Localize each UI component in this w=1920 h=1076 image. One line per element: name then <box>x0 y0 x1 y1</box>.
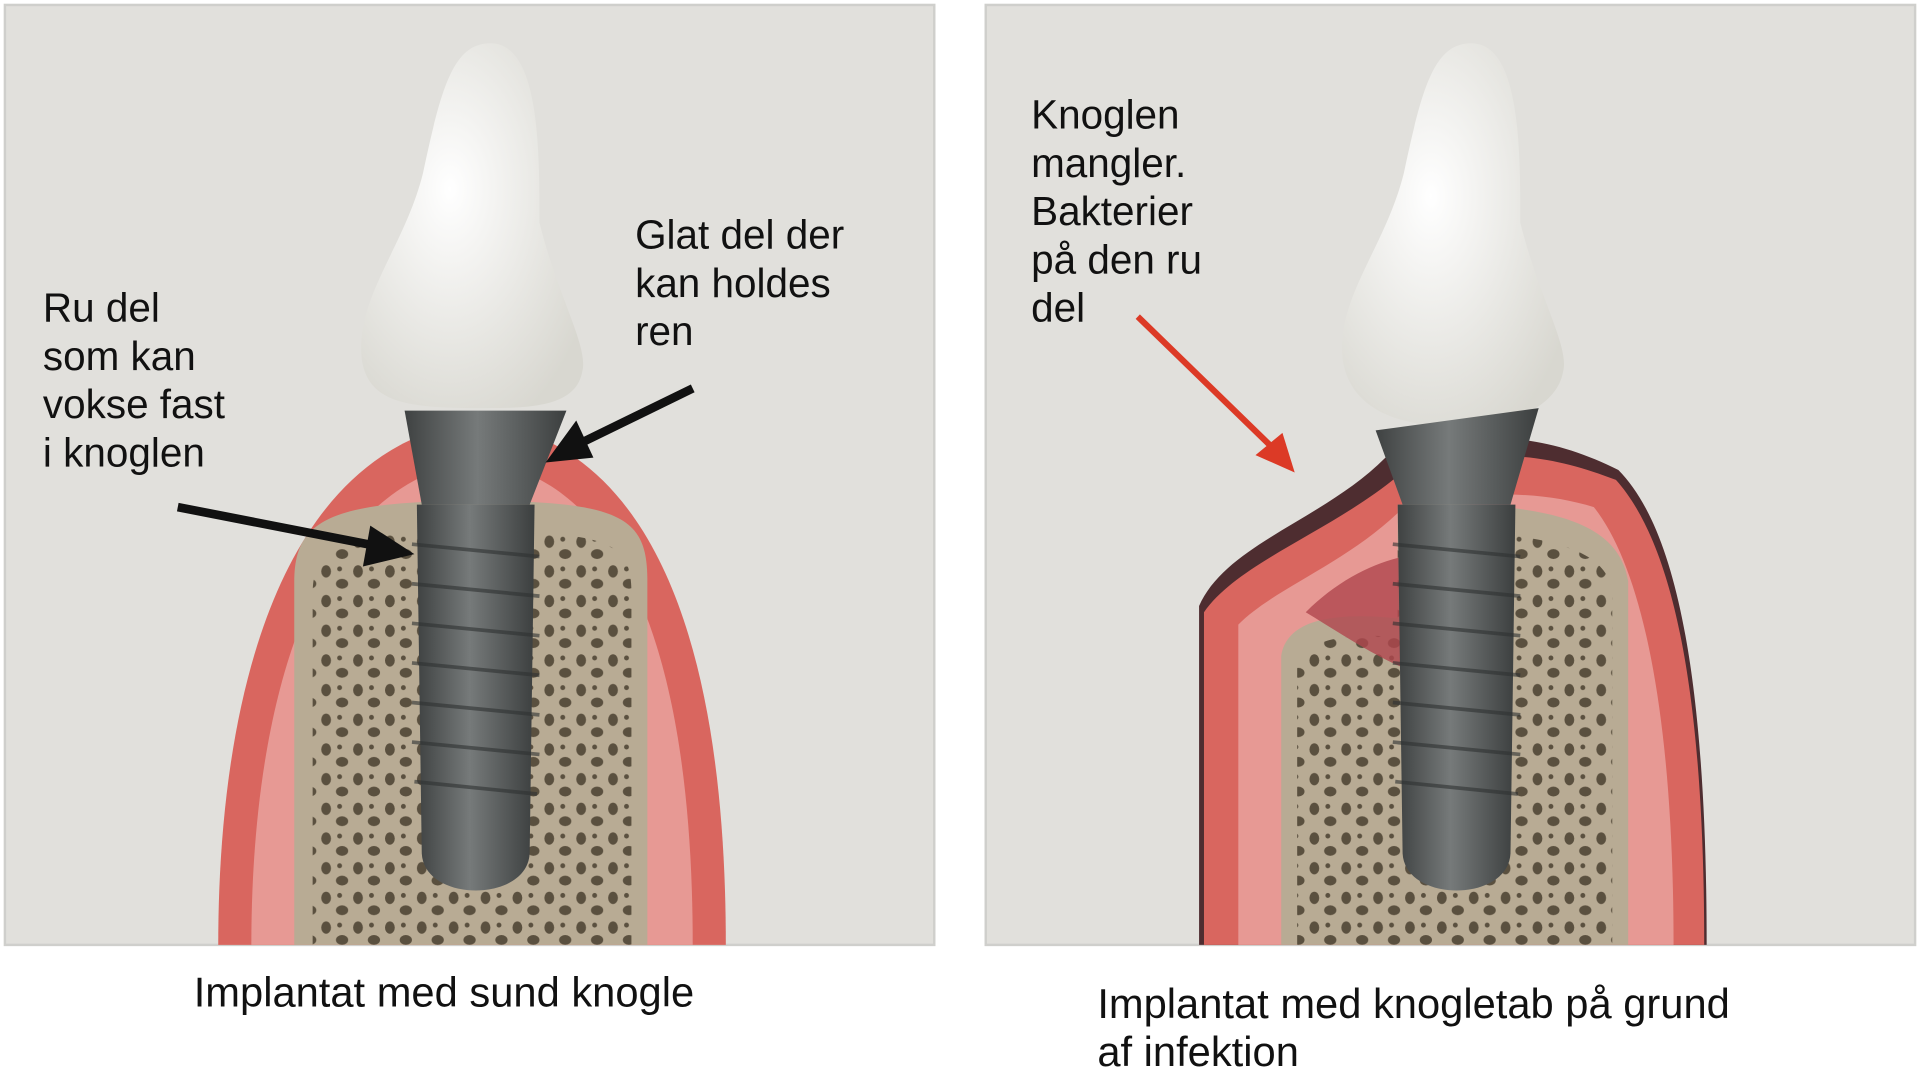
label-rough-part: Ru del som kan vokse fast i knoglen <box>43 284 236 475</box>
arrow-smooth-part <box>545 384 695 463</box>
implant-screw <box>411 504 540 891</box>
abutment <box>1375 408 1539 505</box>
label-smooth-part: Glat del der kan holdes ren <box>635 211 855 354</box>
implant-screw <box>1392 504 1521 891</box>
infection-area <box>1305 556 1404 668</box>
crown <box>1342 43 1565 427</box>
caption-bone-loss: Implantat med knogletab på grund af infe… <box>1097 980 1741 1075</box>
panel-bone-loss: Knoglen mangler. Bakterier på den ru del… <box>984 3 1917 1075</box>
abutment <box>404 410 567 505</box>
panel-healthy-bone: Ru del som kan vokse fast i knoglen Glat… <box>3 3 936 1016</box>
label-bone-missing: Knoglen mangler. Bakterier på den ru del <box>1031 91 1213 330</box>
arrow-bone-loss <box>1135 314 1295 473</box>
caption-healthy: Implantat med sund knogle <box>194 969 694 1016</box>
arrow-rough-part <box>176 502 415 567</box>
crown <box>361 43 584 409</box>
